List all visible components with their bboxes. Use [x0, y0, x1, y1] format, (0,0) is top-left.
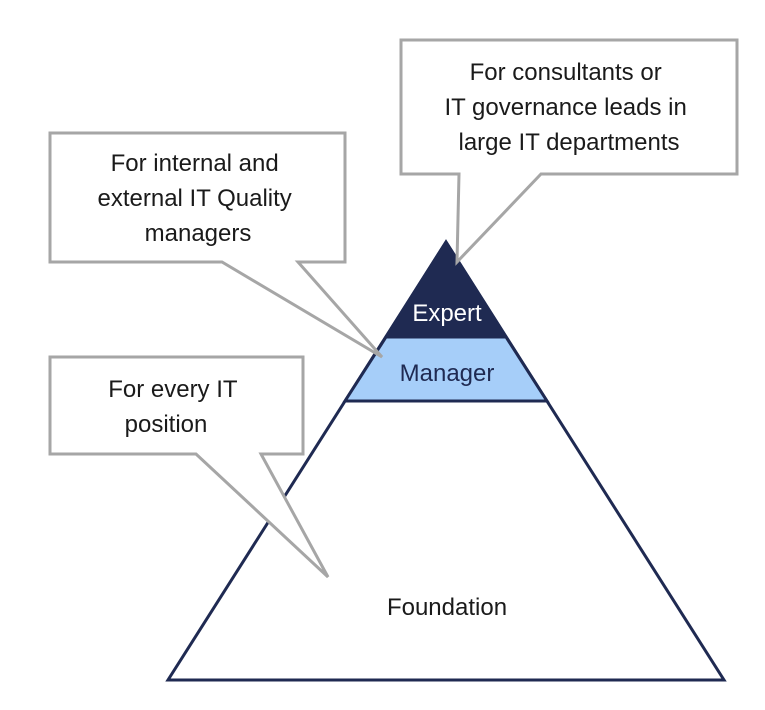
callout-every-position-line: position	[125, 411, 208, 438]
callout-every-position-line: For every IT	[108, 376, 238, 403]
callout-consultants-line: IT governance leads in	[444, 94, 686, 121]
pyramid-tier-expert	[383, 239, 509, 339]
callout-consultants: For consultants or IT governance leads i…	[399, 38, 739, 266]
callout-quality-managers-bubble	[48, 131, 384, 359]
tier-label-manager: Manager	[400, 360, 495, 387]
callout-consultants-line: For consultants or	[470, 59, 662, 86]
callout-every-position: For every IT position	[48, 355, 330, 579]
callout-quality-managers-line: For internal and	[111, 150, 279, 177]
callout-consultants-bubble	[399, 38, 739, 266]
callout-quality-managers-text: For internal and external IT Quality man…	[98, 150, 299, 247]
tier-label-foundation: Foundation	[387, 594, 507, 621]
callout-consultants-text: For consultants or IT governance leads i…	[444, 59, 693, 156]
pyramid-tier-foundation	[165, 239, 727, 682]
callout-quality-managers-line: managers	[145, 220, 252, 247]
callout-quality-managers-line: external IT Quality	[98, 185, 292, 212]
pyramid: Expert Manager Foundation	[165, 239, 727, 682]
callout-consultants-line: large IT departments	[458, 129, 679, 156]
callout-quality-managers: For internal and external IT Quality man…	[48, 131, 384, 359]
tier-label-expert: Expert	[412, 300, 482, 327]
callout-every-position-bubble	[48, 355, 330, 579]
callout-every-position-text: For every IT position	[108, 376, 244, 438]
